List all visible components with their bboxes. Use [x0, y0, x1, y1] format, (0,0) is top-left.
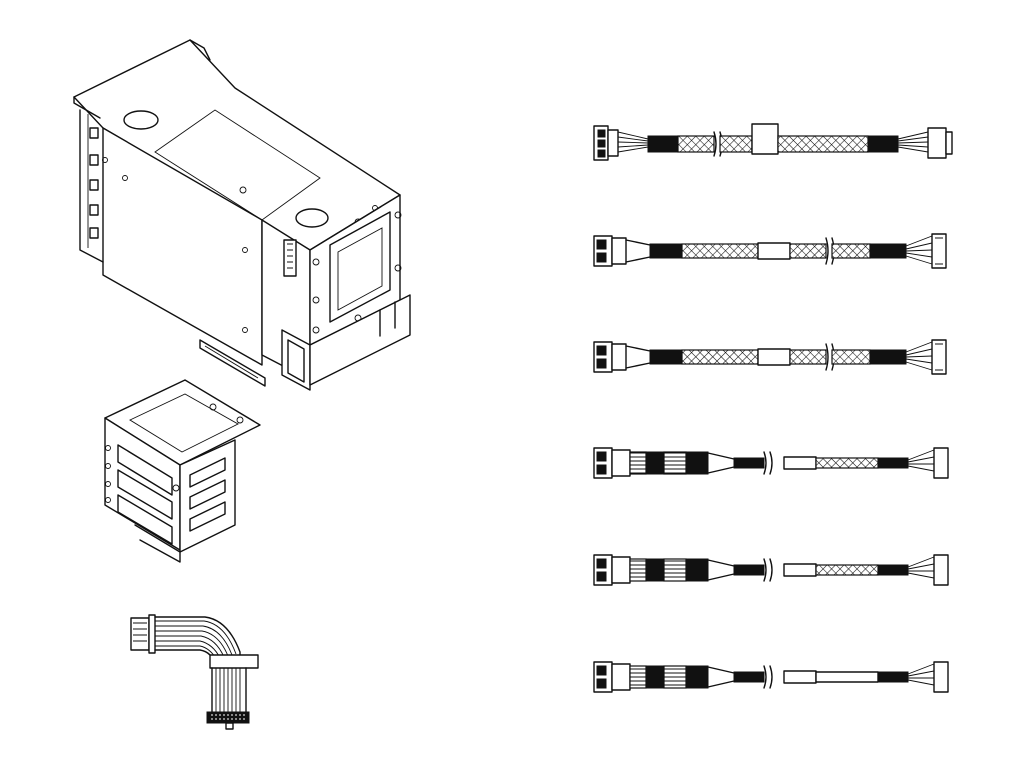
ribbon-power-cable: [130, 614, 259, 730]
cable-5: [593, 554, 949, 586]
cable-4: [593, 447, 949, 479]
drive-cage-large: [73, 39, 411, 391]
cable-2: [593, 233, 947, 269]
cable-3: [593, 339, 947, 375]
cable-1: [593, 123, 953, 161]
drive-cage-small: [104, 379, 261, 563]
cable-6: [593, 661, 949, 693]
